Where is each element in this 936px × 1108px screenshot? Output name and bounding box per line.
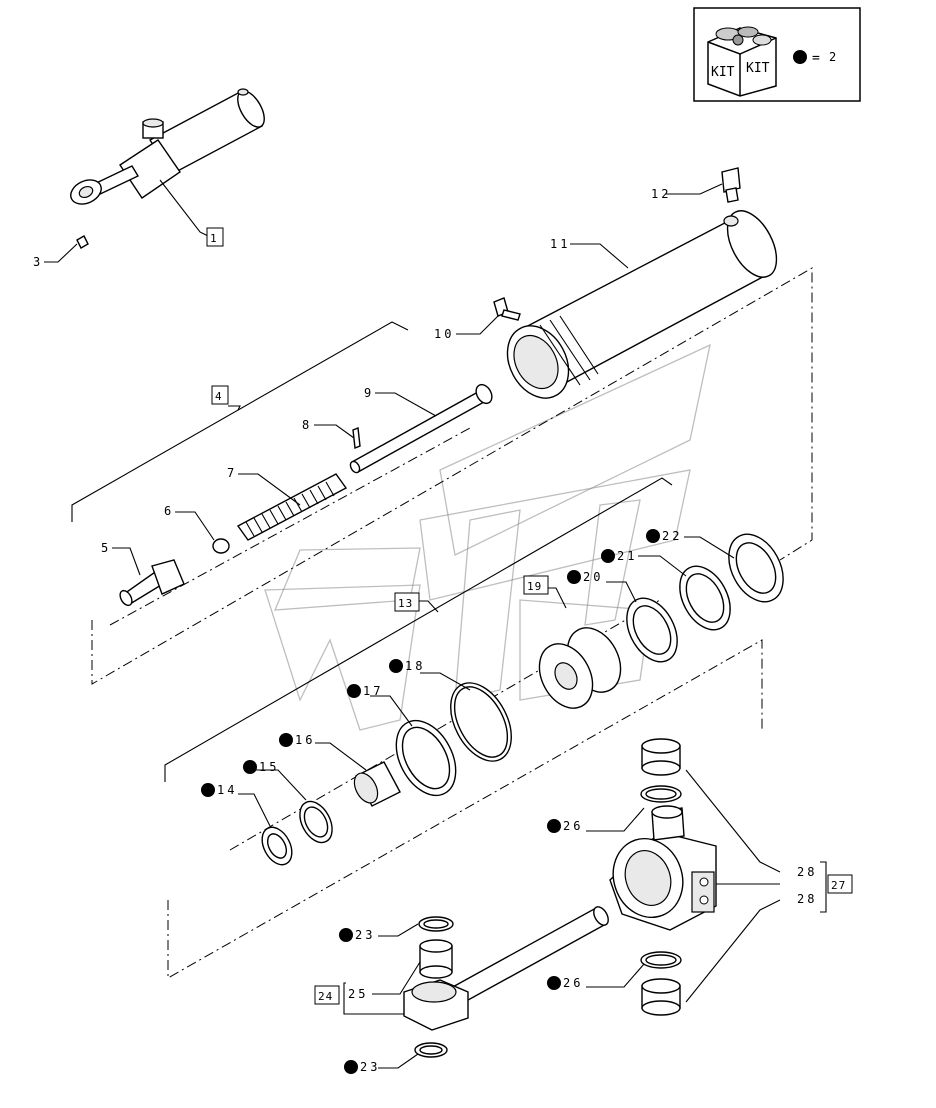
callout-12: 12 — [651, 187, 671, 201]
part-1-cylinder-assembly — [70, 88, 265, 205]
kit-dot-14 — [201, 783, 215, 797]
part-27-cylinder-head — [609, 805, 717, 931]
kit-dot-21 — [601, 549, 615, 563]
part-7-spring — [236, 473, 348, 541]
callout-box-19 — [523, 575, 549, 595]
bracket-group-13 — [164, 477, 673, 782]
callout-3: 3 — [33, 255, 43, 269]
callout-28-upper: 28 — [797, 865, 817, 879]
callout-5: 5 — [101, 541, 111, 555]
callout-17: 17 — [363, 684, 383, 698]
part-17-ring — [395, 719, 457, 797]
part-18-o-ring — [450, 682, 512, 762]
part-19-piston — [538, 627, 622, 709]
part-28-bushing-lower — [641, 978, 681, 1016]
callout-15: 15 — [259, 760, 279, 774]
callout-box-1 — [206, 227, 224, 247]
callout-1: 1 — [210, 232, 218, 245]
callout-10: 10 — [434, 327, 454, 341]
kit-dot-15 — [243, 760, 257, 774]
kit-dot-23-lower — [344, 1060, 358, 1074]
kit-legend-value: 2 — [829, 50, 839, 64]
callout-24: 24 — [318, 990, 333, 1003]
part-8-pin — [352, 427, 361, 449]
callout-7: 7 — [227, 466, 237, 480]
part-12-bolt — [721, 167, 741, 203]
part-24-rod-eye — [403, 906, 609, 1031]
part-21-seal — [679, 565, 731, 631]
callout-19: 19 — [527, 580, 542, 593]
callout-box-13 — [394, 592, 420, 612]
callout-16: 16 — [295, 733, 315, 747]
callout-27: 27 — [831, 879, 846, 892]
kit-dot-26-lower — [547, 976, 561, 990]
kit-dot-22 — [646, 529, 660, 543]
group-boundary-upper — [91, 267, 813, 685]
callout-9: 9 — [364, 386, 374, 400]
callout-21: 21 — [617, 549, 637, 563]
kit-dot-23-upper — [339, 928, 353, 942]
callout-14: 14 — [217, 783, 237, 797]
callout-28-lower: 28 — [797, 892, 817, 906]
callout-6: 6 — [164, 504, 174, 518]
callout-22: 22 — [662, 529, 682, 543]
boxed-callouts — [206, 227, 853, 1005]
callout-8: 8 — [302, 418, 312, 432]
kit-dot-26-upper — [547, 819, 561, 833]
kit-dot-16 — [279, 733, 293, 747]
callout-23-upper: 23 — [355, 928, 375, 942]
callout-26-upper: 26 — [563, 819, 583, 833]
callout-box-27 — [827, 874, 853, 894]
watermark-logo — [264, 343, 711, 731]
callout-23-lower: 23 — [360, 1060, 380, 1074]
callout-20: 20 — [583, 570, 603, 584]
kit-dot-18 — [389, 659, 403, 673]
part-5-hose-fitting — [119, 559, 185, 607]
kit-box-icon — [707, 26, 777, 97]
part-23-seal-upper — [418, 916, 454, 932]
part-20-seal — [626, 597, 678, 663]
part-3-grease-fitting — [76, 235, 89, 249]
part-25-bushing — [419, 939, 453, 979]
callout-box-4 — [211, 385, 229, 405]
part-15-seal — [299, 800, 333, 844]
part-26-seal-lower — [640, 951, 682, 969]
part-9-piston-rod — [349, 383, 493, 474]
callout-labels: 1 3 4 5 6 7 8 9 10 11 12 13 14 15 16 17 … — [33, 187, 846, 1074]
kit-box-text-left: KIT — [711, 65, 735, 80]
kit-box-text-right: KIT — [746, 61, 770, 76]
callout-18: 18 — [405, 659, 425, 673]
part-16-bushing — [353, 761, 401, 807]
kit-legend-dot-icon — [793, 50, 807, 64]
kit-dot-20 — [567, 570, 581, 584]
callout-box-24 — [314, 985, 340, 1005]
axis-line-upper — [109, 427, 471, 626]
part-26-seal-upper — [640, 785, 682, 803]
part-28-bushing-upper — [641, 738, 681, 776]
callout-25: 25 — [348, 987, 368, 1001]
part-11-cylinder-tube — [506, 210, 778, 399]
callout-26-lower: 26 — [563, 976, 583, 990]
callout-4: 4 — [215, 390, 223, 403]
part-10-bolt — [493, 297, 521, 321]
leader-lines — [44, 179, 827, 1069]
part-14-wiper — [261, 826, 293, 866]
part-22-seal — [728, 533, 784, 603]
kit-dot-17 — [347, 684, 361, 698]
bracket-group-4 — [71, 321, 409, 522]
part-6-washer — [212, 538, 230, 554]
group-boundary-lower — [167, 639, 763, 979]
kit-legend-equals: = — [812, 51, 823, 66]
part-23-seal-lower — [414, 1042, 448, 1058]
callout-11: 11 — [550, 237, 570, 251]
callout-13: 13 — [398, 597, 413, 610]
kit-legend: KIT KIT = 2 — [693, 7, 861, 102]
kit-markers — [201, 529, 660, 1074]
